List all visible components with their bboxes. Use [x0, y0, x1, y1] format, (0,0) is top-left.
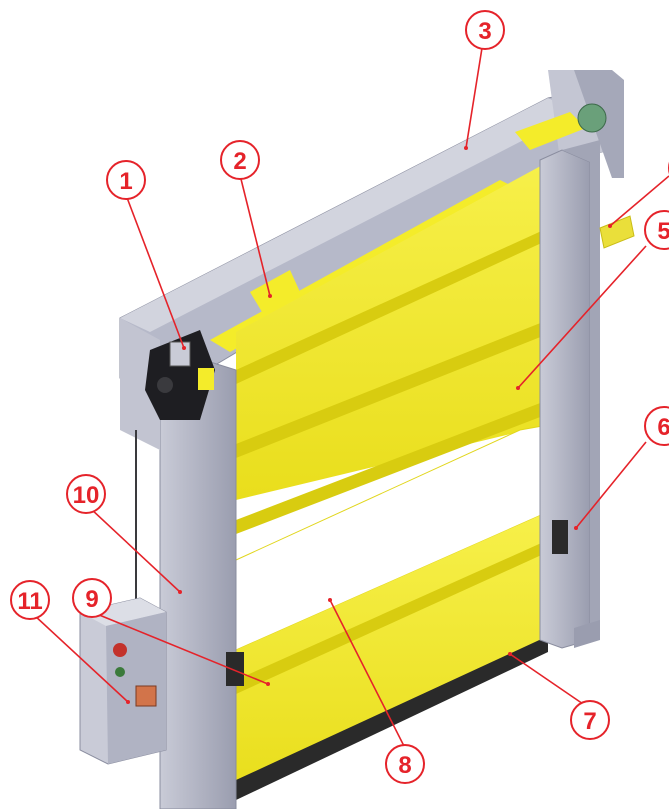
- svg-text:9: 9: [85, 586, 98, 613]
- svg-text:6: 6: [657, 414, 669, 441]
- svg-text:1: 1: [119, 168, 132, 195]
- motor: [145, 330, 215, 420]
- callout-1: 1: [106, 160, 146, 200]
- callout-9: 9: [72, 578, 112, 618]
- svg-text:11: 11: [17, 588, 42, 615]
- svg-text:2: 2: [233, 148, 246, 175]
- svg-text:7: 7: [583, 708, 596, 735]
- photocell: [599, 215, 635, 249]
- callout-7: 7: [570, 700, 610, 740]
- callout-10: 10: [66, 474, 106, 514]
- callout-8: 8: [385, 744, 425, 784]
- callout-6: 6: [644, 406, 669, 446]
- start-button-icon: [115, 667, 125, 677]
- left-sensor: [226, 652, 244, 686]
- svg-text:3: 3: [478, 18, 491, 45]
- callout-11: 11: [10, 580, 50, 620]
- curtain: [235, 162, 549, 800]
- svg-text:5: 5: [657, 218, 669, 245]
- bottom-seal: [236, 636, 548, 800]
- svg-text:8: 8: [398, 752, 411, 779]
- callout-5: 5: [644, 210, 669, 250]
- right-sensor: [552, 520, 568, 554]
- stop-button-icon: [113, 643, 127, 657]
- leader-lines: [33, 47, 669, 751]
- callout-3: 3: [465, 10, 505, 50]
- control-box: [79, 597, 167, 765]
- callout-2: 2: [220, 140, 260, 180]
- right-post: [539, 140, 635, 649]
- svg-text:10: 10: [73, 482, 100, 509]
